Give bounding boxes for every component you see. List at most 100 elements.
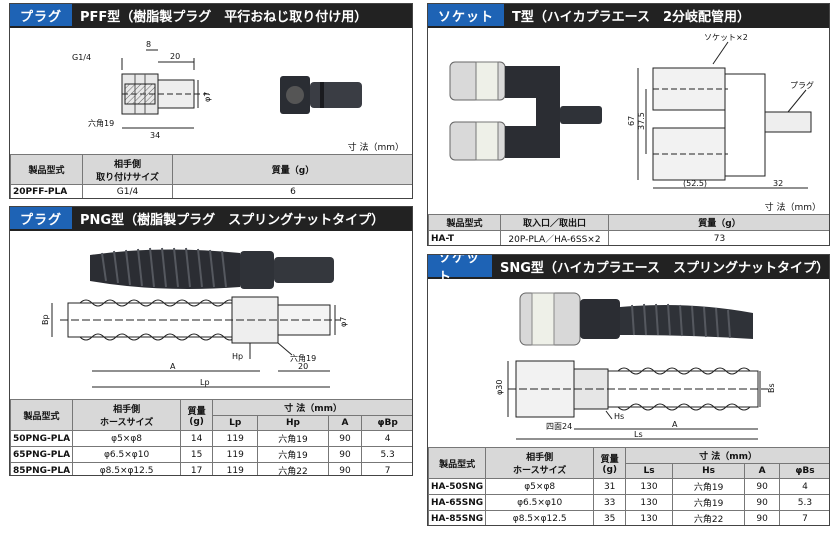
sng-dim-a: A: [672, 420, 678, 429]
t-dim-37: 37.5: [637, 112, 646, 130]
sng-cell: φ8.5×φ12.5: [485, 510, 595, 525]
sng-cell: HA-65SNG: [428, 494, 487, 511]
sng-cell: 六角19: [671, 478, 746, 495]
sng-cell: 六角19: [671, 494, 746, 511]
png-cell: 85PNG-PLA: [10, 462, 74, 475]
png-dim-bp: Bp: [41, 314, 50, 325]
pff-dim-phi7: φ7: [203, 92, 212, 102]
sng-cell: 六角22: [671, 510, 746, 525]
png-cell: 50PNG-PLA: [10, 430, 74, 447]
sng-th-c1: Ls: [625, 463, 673, 479]
png-dim-hex: 六角19: [290, 353, 316, 363]
pff-cell-mate: G1/4: [82, 184, 173, 198]
sng-dim-phi30: φ30: [495, 380, 504, 395]
sng-title: SNG型（ハイカプラエース スプリングナットタイプ）: [491, 255, 829, 277]
t-dim-67: 67: [627, 116, 636, 126]
pff-photo-plug: [310, 82, 362, 108]
png-panel: プラグ PNG型（樹脂製プラグ スプリングナットタイプ）: [9, 206, 413, 476]
sng-cell: 130: [625, 494, 673, 511]
pff-th-weight: 質量（g）: [172, 154, 412, 185]
table-row: 85PNG-PLA φ8.5×φ12.5 17 119 六角22 90 7: [10, 462, 412, 475]
png-header: プラグ PNG型（樹脂製プラグ スプリングナットタイプ）: [10, 207, 412, 231]
sng-table: 製品型式 相手側 ホースサイズ 質量 (g) 寸 法（mm） Ls Hs A φ…: [428, 447, 829, 525]
sng-th-c2: Hs: [671, 463, 746, 479]
sng-th-c3: A: [744, 463, 780, 479]
png-th-size: 寸 法（mm）: [212, 399, 412, 416]
png-cell: 六角19: [257, 446, 329, 463]
sng-cell: HA-85SNG: [428, 510, 487, 525]
png-photo: [90, 247, 334, 289]
pff-unit: 寸 法（mm）: [347, 143, 404, 153]
pff-dim-34: 34: [150, 131, 160, 140]
sng-cell: 5.3: [778, 494, 829, 511]
pff-dim-8: 8: [146, 40, 151, 49]
sng-th-size: 寸 法（mm）: [625, 447, 829, 464]
png-drawing: Bp Hp 六角19 A Lp 20 φ7: [41, 247, 348, 388]
t-dim-52: (52.5): [683, 179, 707, 188]
png-cell: 7: [361, 462, 412, 475]
t-dim-plug: プラグ: [790, 80, 814, 90]
sng-drawing: φ30 Hs Bs 四面24 A Ls: [495, 292, 776, 440]
sng-panel: ソケット SNG型（ハイカプラエース スプリングナットタイプ）: [427, 254, 830, 526]
t-unit: 寸 法（mm）: [764, 203, 821, 213]
pff-th-mate: 相手側 取り付けサイズ: [82, 154, 173, 185]
png-cell: 119: [212, 430, 259, 447]
png-th-weight: 質量 (g): [180, 399, 214, 431]
sng-cell: 130: [625, 478, 673, 495]
png-dim-hp: Hp: [232, 352, 243, 361]
pff-cell-model: 20PFF-PLA: [10, 184, 83, 198]
png-th-c3: A: [327, 415, 363, 431]
pff-th-model: 製品型式: [10, 154, 83, 185]
t-table: 製品型式 取入口／取出口 質量（g） HA-T 20P-PLA／HA-6SS×2…: [428, 214, 829, 245]
png-th-c2: Hp: [257, 415, 329, 431]
t-drawing: ソケット×2 プラグ 67 37.5 (52.5) 32: [449, 33, 814, 189]
sng-dim-bs: Bs: [767, 383, 776, 393]
png-dim-20: 20: [298, 362, 308, 371]
sng-th-weight: 質量 (g): [593, 447, 627, 479]
sng-dim-ls: Ls: [634, 430, 643, 439]
png-cell: 5.3: [361, 446, 412, 463]
png-cell: φ5×φ8: [72, 430, 182, 447]
png-cell: φ8.5×φ12.5: [72, 462, 182, 475]
png-th-c4: φBp: [361, 415, 412, 431]
png-cell: 六角19: [257, 430, 329, 447]
t-th-model: 製品型式: [428, 214, 501, 231]
png-cell: 90: [327, 446, 363, 463]
sng-cell: HA-50SNG: [428, 478, 487, 495]
png-table: 製品型式 相手側 ホースサイズ 質量 (g) 寸 法（mm） Lp Hp A φ…: [10, 399, 412, 475]
table-row: HA-T 20P-PLA／HA-6SS×2 73: [428, 230, 829, 245]
table-row: HA-65SNG φ6.5×φ10 33 130 六角19 90 5.3: [428, 494, 829, 511]
png-cell: 17: [180, 462, 214, 475]
png-dim-a: A: [170, 362, 176, 371]
table-row: 50PNG-PLA φ5×φ8 14 119 六角19 90 4: [10, 430, 412, 447]
sng-cell: 90: [744, 478, 780, 495]
pff-title: PFF型（樹脂製プラグ 平行おねじ取り付け用）: [72, 4, 412, 26]
sng-cell: φ6.5×φ10: [485, 494, 595, 511]
t-panel: ソケット T型（ハイカプラエース 2分岐配管用） ソケット×2 プラグ 67 3…: [427, 3, 830, 246]
t-header: ソケット T型（ハイカプラエース 2分岐配管用）: [428, 4, 829, 28]
pff-table: 製品型式 相手側 取り付けサイズ 質量（g） 20PFF-PLA G1/4 6: [10, 154, 412, 198]
png-cell: 六角22: [257, 462, 329, 475]
sng-photo: [519, 292, 753, 346]
sng-th-hose: 相手側 ホースサイズ: [485, 447, 595, 479]
png-cell: 90: [327, 462, 363, 475]
pff-cell-weight: 6: [172, 184, 412, 198]
png-cell: 119: [212, 462, 259, 475]
png-cell: 90: [327, 430, 363, 447]
pff-dim-g: G1/4: [72, 53, 91, 62]
png-th-c1: Lp: [212, 415, 259, 431]
sng-cell: 130: [625, 510, 673, 525]
pff-panel: プラグ PFF型（樹脂製プラグ 平行おねじ取り付け用） G1/4 8 20 六角…: [9, 3, 413, 199]
t-th-port: 取入口／取出口: [500, 214, 609, 231]
t-tag: ソケット: [428, 4, 505, 26]
pff-dim-hex: 六角19: [88, 118, 114, 128]
png-title: PNG型（樹脂製プラグ スプリングナットタイプ）: [72, 207, 412, 229]
table-row: 65PNG-PLA φ6.5×φ10 15 119 六角19 90 5.3: [10, 446, 412, 463]
t-th-weight: 質量（g）: [608, 214, 829, 231]
table-row: HA-85SNG φ8.5×φ12.5 35 130 六角22 90 7: [428, 510, 829, 525]
png-cell: 14: [180, 430, 214, 447]
png-cell: φ6.5×φ10: [72, 446, 182, 463]
t-cell-model: HA-T: [428, 230, 501, 245]
table-row: HA-50SNG φ5×φ8 31 130 六角19 90 4: [428, 478, 829, 495]
sng-cell: 90: [744, 494, 780, 511]
